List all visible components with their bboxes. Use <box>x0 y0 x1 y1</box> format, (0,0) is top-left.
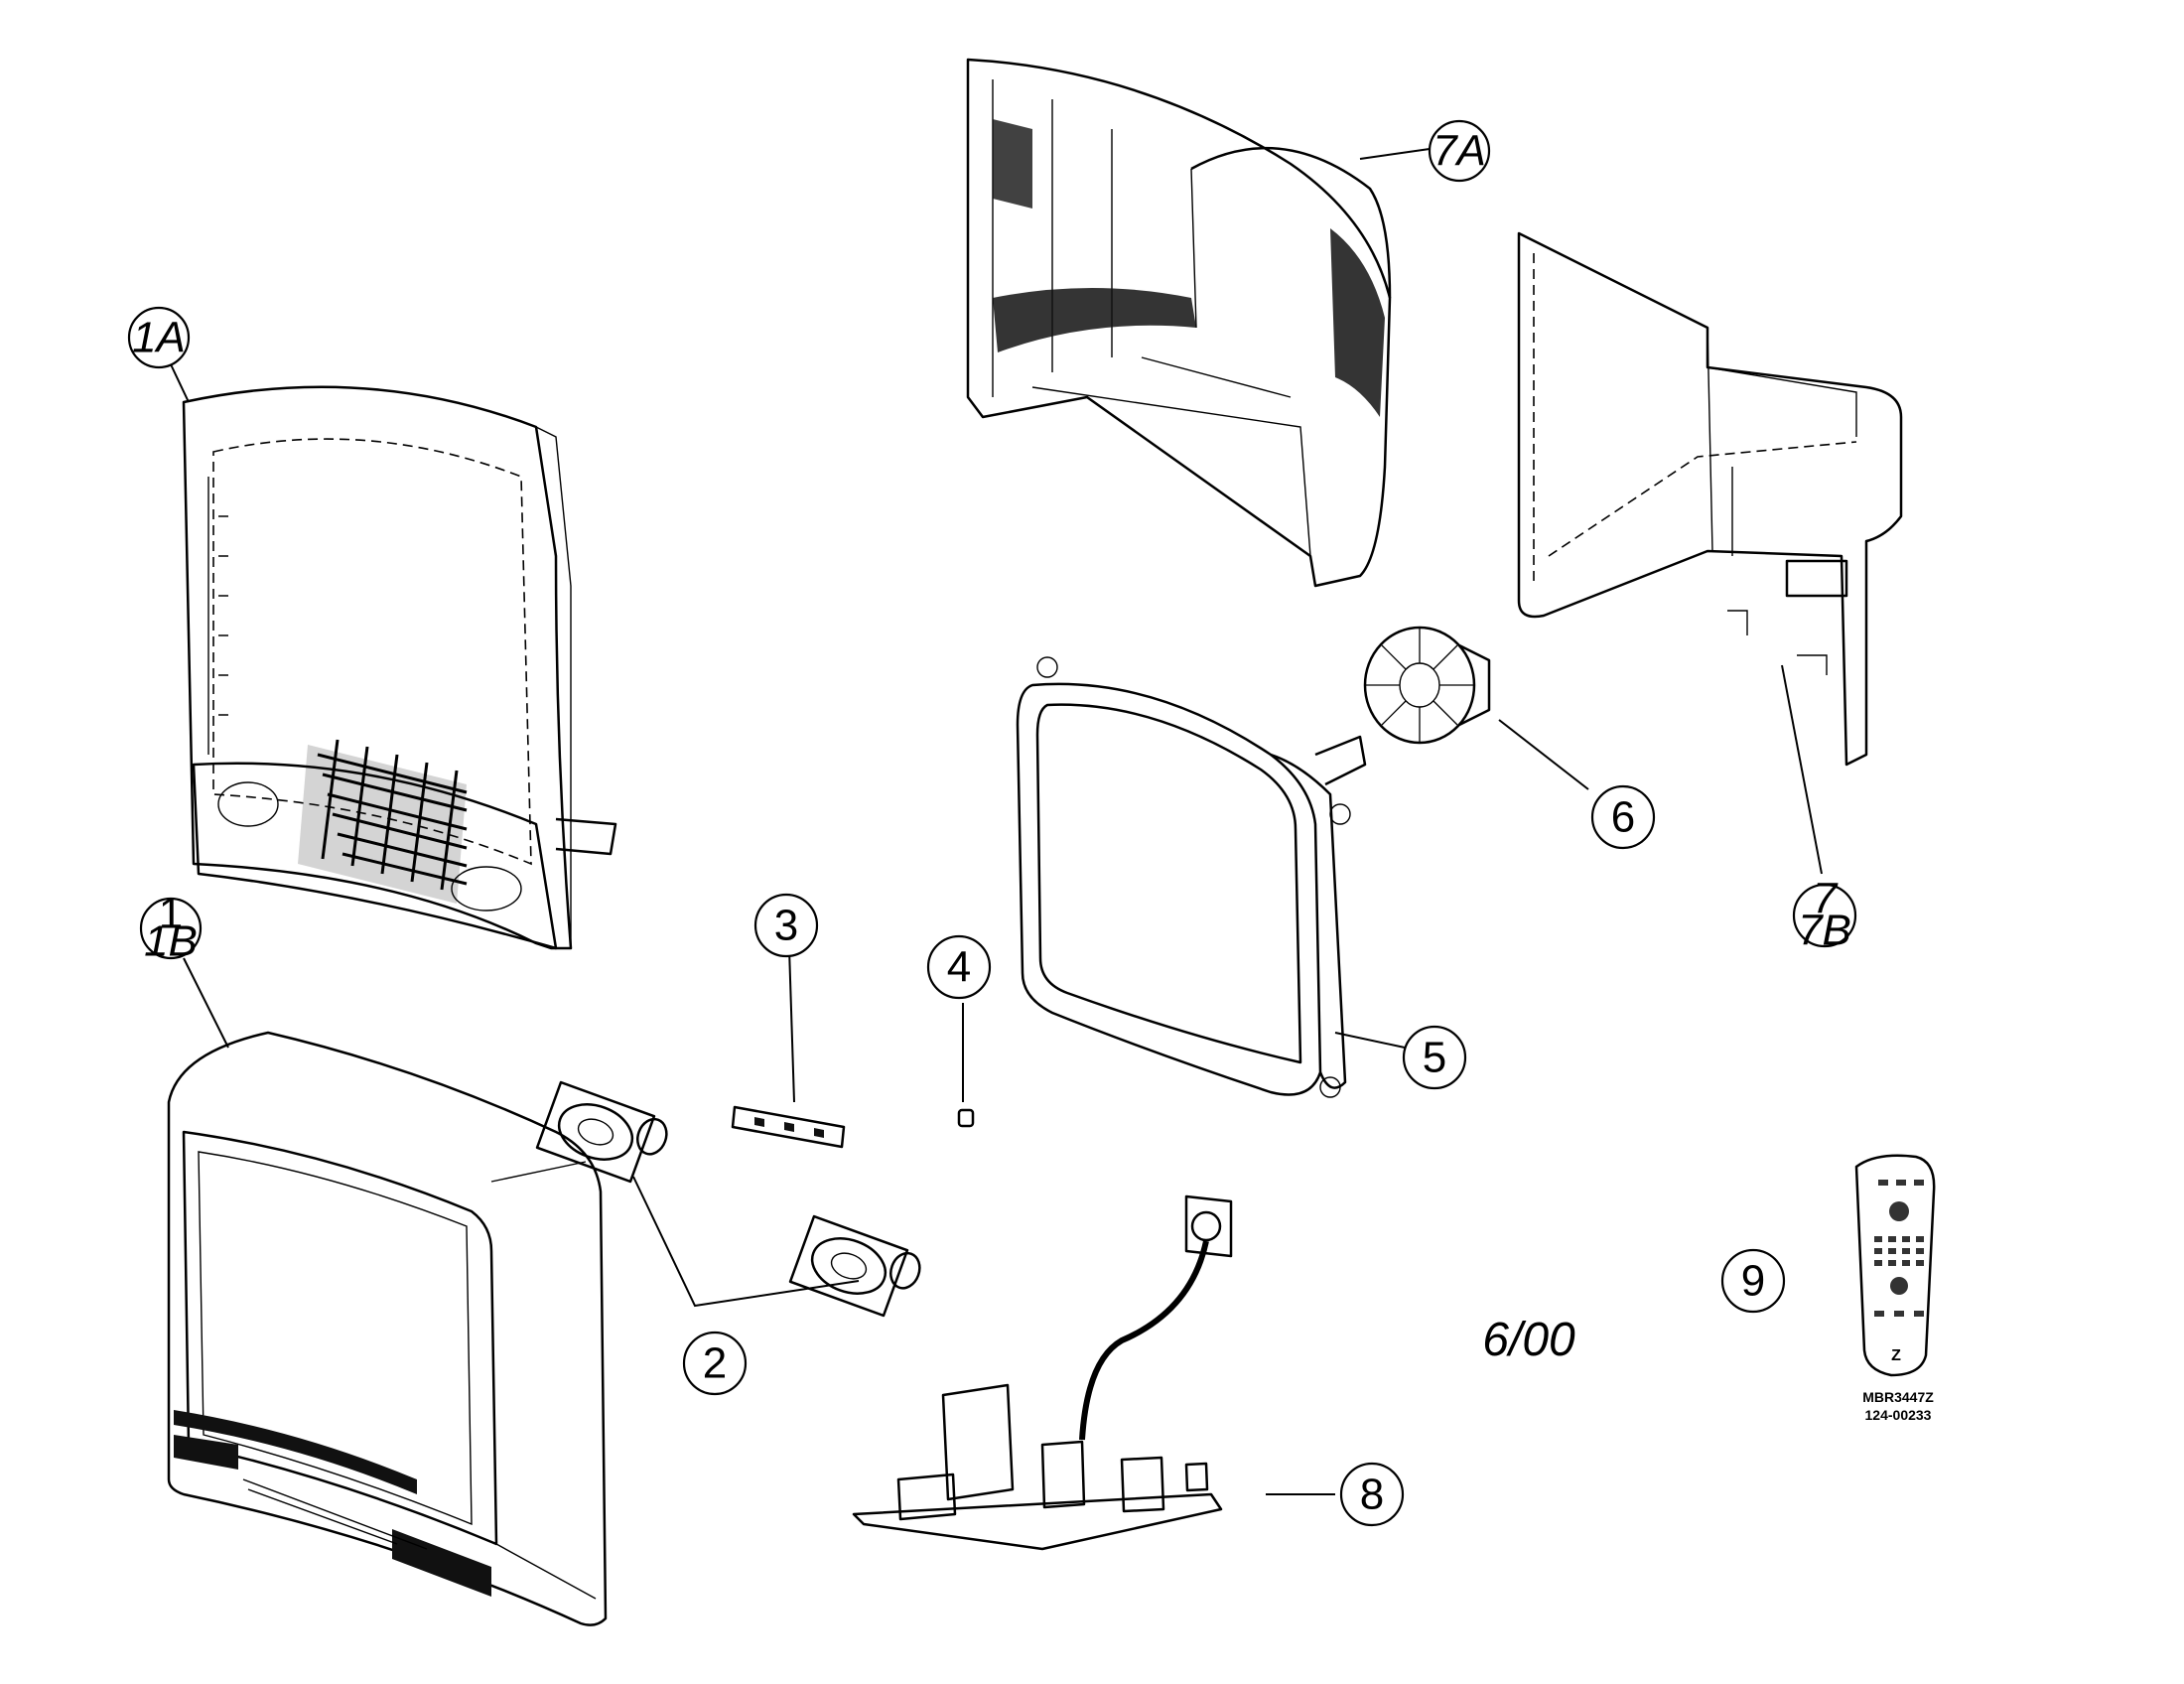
callout-7a-label: 7A <box>1433 127 1486 176</box>
callout-4: 4 <box>926 934 992 1000</box>
callout-1-label: 1 <box>159 890 183 938</box>
part-2-speakers <box>535 1080 921 1318</box>
callout-6: 6 <box>1590 784 1656 850</box>
part-8-main-board <box>852 1194 1233 1551</box>
part-5-picture-tube <box>1016 656 1367 1098</box>
part-7a-back-cabinet <box>966 58 1392 588</box>
callout-4-label: 4 <box>947 943 971 992</box>
callout-9: 9 <box>1720 1248 1786 1314</box>
callout-3-label: 3 <box>774 902 798 950</box>
callout-1b-label: 1B <box>144 917 198 966</box>
remote-brand-mark: Z <box>1891 1347 1901 1364</box>
callout-8: 8 <box>1339 1462 1405 1527</box>
callout-1a: 1A <box>127 306 191 369</box>
callout-1-1b: 1 1B <box>139 890 203 966</box>
part-4-knob <box>957 1108 975 1128</box>
callout-7-label: 7 <box>1813 875 1839 923</box>
part-9-remote: Z <box>1854 1154 1936 1377</box>
callout-2-label: 2 <box>703 1339 727 1388</box>
callout-7a: 7A <box>1428 119 1491 183</box>
leader-lines <box>170 148 1823 1495</box>
callout-7b-label: 7B <box>1798 907 1851 955</box>
part-7-back-cover <box>1517 231 1903 767</box>
callout-1a-label: 1A <box>132 314 186 362</box>
part-1b-front-cabinet <box>167 1031 608 1626</box>
callout-6-label: 6 <box>1611 793 1635 842</box>
part-1a-front-cabinet <box>182 385 617 950</box>
callout-5-label: 5 <box>1423 1034 1446 1082</box>
part-6-speaker <box>1363 626 1491 745</box>
callout-9-label: 9 <box>1741 1257 1765 1306</box>
callout-3: 3 <box>753 893 819 958</box>
callout-2: 2 <box>682 1331 748 1396</box>
remote-model-number: MBR3447Z <box>1862 1389 1934 1405</box>
callout-7-7b: 7 7B <box>1792 875 1857 955</box>
callout-8-label: 8 <box>1360 1471 1384 1519</box>
date-code: 6/00 <box>1482 1314 1575 1366</box>
remote-part-number: 124-00233 <box>1865 1407 1932 1423</box>
part-3-control-board <box>731 1105 846 1149</box>
callout-5: 5 <box>1402 1025 1467 1090</box>
